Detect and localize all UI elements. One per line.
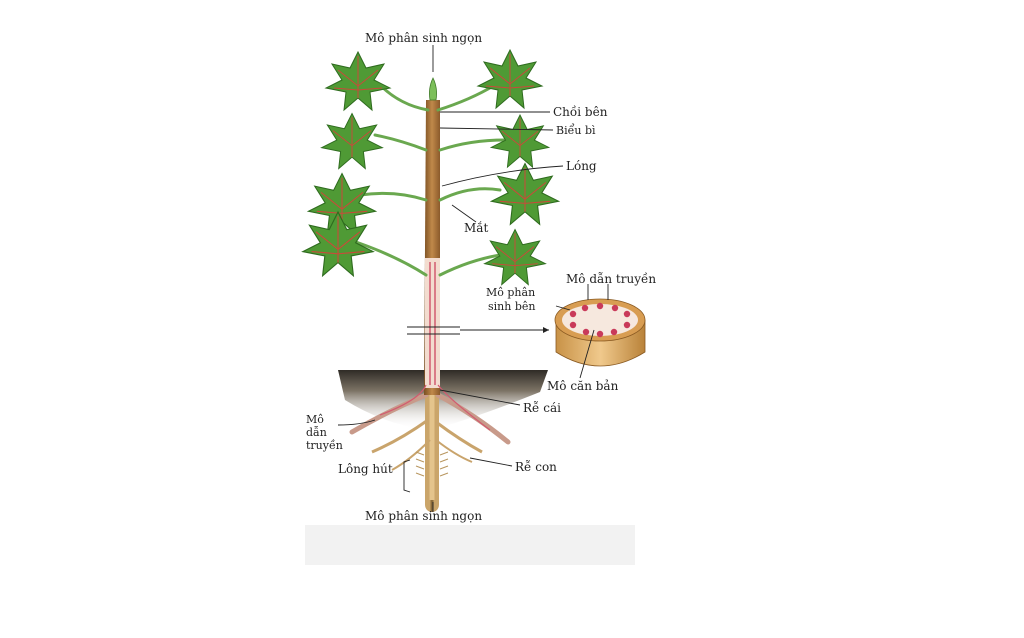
roots	[349, 381, 511, 512]
label-vascular-tissue-section: Mô dẫn truyền	[566, 271, 656, 286]
label-apical-meristem-top: Mô phân sinh ngọn	[365, 31, 482, 45]
label-lateral-meristem-line1: Mô phân	[486, 286, 535, 299]
label-lateral-meristem-line2: sinh bên	[488, 300, 535, 313]
label-lateral-bud: Chồi bên	[553, 104, 608, 119]
leaf-upper-left	[324, 50, 392, 112]
labels: Mô phân sinh ngọn Chồi bên Biểu bì Lóng …	[306, 31, 656, 523]
stem-cross-section	[554, 298, 646, 367]
label-lateral-root: Rễ con	[515, 459, 557, 474]
leaf-bottom-right	[483, 228, 547, 286]
stem	[379, 77, 549, 431]
label-ground-tissue: Mô căn bản	[547, 379, 619, 393]
leaf-upper-right	[476, 48, 544, 110]
leaf-mid-right	[489, 113, 551, 169]
label-internode: Lóng	[566, 159, 597, 173]
label-root-hairs: Lông hút	[338, 462, 393, 476]
label-vascular-tissue-root-line2: dẫn	[306, 426, 327, 439]
label-vascular-tissue-root-line3: truyền	[306, 439, 343, 452]
leaf-mid-left	[320, 112, 384, 170]
leader-lines	[337, 45, 609, 512]
label-epidermis: Biểu bì	[556, 123, 596, 137]
label-vascular-tissue-root-line1: Mô	[306, 413, 324, 426]
label-apical-meristem-bottom: Mô phân sinh ngọn	[365, 509, 482, 523]
bottom-shadow	[305, 525, 635, 565]
leaf-bottom-left	[301, 210, 375, 278]
root-hairs	[415, 451, 449, 477]
leaves	[301, 48, 561, 286]
vascular-bundles	[569, 302, 631, 338]
leaf-lower-right	[489, 162, 561, 226]
label-taproot: Rễ cái	[523, 400, 561, 415]
label-node: Mắt	[464, 220, 488, 235]
